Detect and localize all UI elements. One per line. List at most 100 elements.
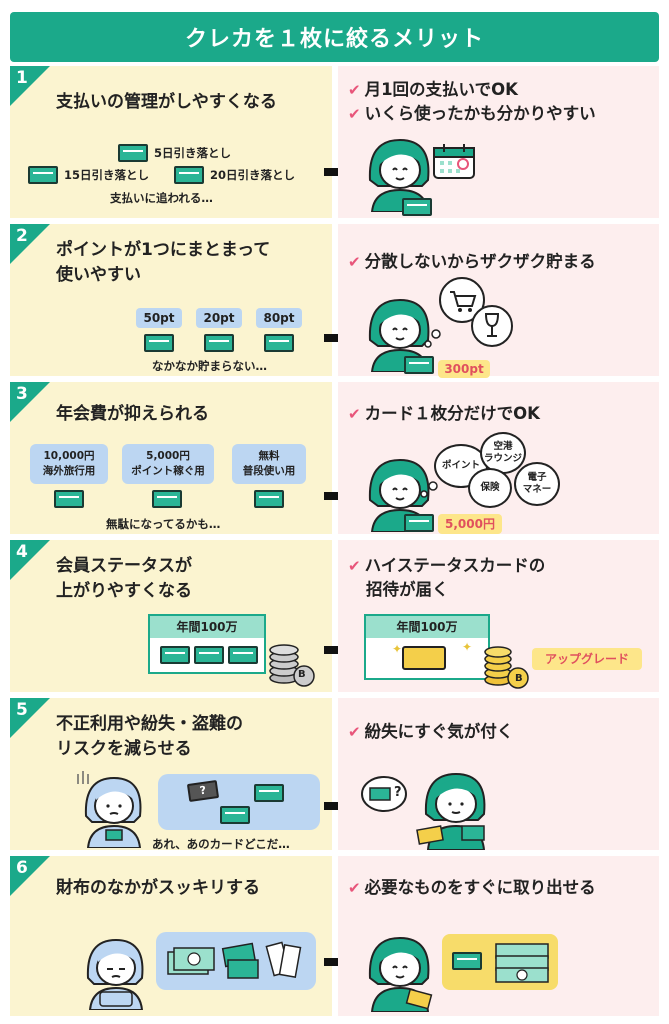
section-2-right: ✔分散しないからザクザク貯まる 300pt [338,224,659,378]
card-label: 15日引き落とし [64,168,150,182]
person-icon [416,772,486,850]
credit-card-icon [404,356,434,374]
person-icon [368,936,433,1012]
benefit-point: いくら使ったかも分かりやすい [364,104,596,123]
credit-card-icon [220,806,250,824]
benefit-point: カード１枚分だけでOK [364,404,540,423]
credit-card-icon [174,166,204,184]
annual-spend-frame: 年間100万 [148,614,266,674]
section-3-right: ✔カード１枚分だけでOK 5,000円 ポイント 空港 ラウンジ 保険 電子 マ… [338,382,659,534]
credit-card-icon [194,646,224,664]
credit-card-icon [160,646,190,664]
benefit-point: 紛失にすぐ気が付く [364,722,514,741]
caption: 無駄になってるかも… [106,517,221,531]
section-title: 支払いの管理がしやすくなる [56,92,277,112]
section-3: 3 年会費が抑えられる 10,000円海外旅行用 5,000円ポイント稼ぐ用 無… [10,382,659,534]
credit-card-icon [54,490,84,508]
bubble-emoney: 電子 マネー [514,462,560,506]
benefit-point: ハイステータスカードの [364,556,546,575]
check-icon: ✔ [348,81,361,99]
check-icon: ✔ [348,723,361,741]
section-6-left: 6 財布のなかがスッキリする [10,856,332,1016]
caption: なかなか貯まらない… [152,359,267,373]
benefit-point: 分散しないからザクザク貯まる [364,252,596,271]
check-icon: ✔ [348,879,361,897]
person-icon [368,298,430,372]
coin-stack-icon [269,644,315,687]
credit-card-icon [118,144,148,162]
shopping-cart-icon [450,291,477,307]
card-question-bubble: ? [361,776,407,812]
credit-card-icon [204,334,234,352]
section-2: 2 ポイントが1つにまとまって 使いやすい 50pt 20pt 80pt なかな… [10,224,659,378]
check-icon: ✔ [348,405,361,423]
section-6: 6 財布のなかがスッキリする ✔必要なものをすぐに取り出せる [10,856,659,1016]
section-number: 3 [16,384,28,404]
section-title: 年会費が抑えられる [56,404,209,424]
section-title: ポイントが1つにまとまって 使いやすい [56,240,271,285]
section-1-right: ✔月1回の支払いでOK ✔いくら使ったかも分かりやすい [338,66,659,218]
section-number: 1 [16,68,28,88]
section-title: 会員ステータスが 上がりやすくなる [56,556,192,601]
section-number: 6 [16,858,28,878]
organized-wallet-panel [442,934,558,990]
section-5: 5 不正利用や紛失・盗難の リスクを減らせる ? あれ、あのカードどこだ… ✔紛… [10,698,659,851]
cash-stack-icon [495,943,549,983]
section-number: 5 [16,700,28,720]
section-6-right: ✔必要なものをすぐに取り出せる [338,856,659,1016]
section-1: 1 支払いの管理がしやすくなる 5日引き落とし 15日引き落とし 20日引き落と… [10,66,659,218]
credit-card-icon [28,166,58,184]
worried-person-icon [86,938,144,1010]
gold-coin-stack-icon [484,646,529,689]
unknown-card-icon: ? [186,780,220,802]
upgrade-badge: アップグレード [532,648,642,670]
section-number: 4 [16,542,28,562]
credit-card-icon [254,784,284,802]
fee-total-badge: 5,000円 [438,514,502,534]
section-number: 2 [16,226,28,246]
credit-card-icon [228,646,258,664]
section-4-right: ✔ハイステータスカードの 招待が届く 年間100万 ✦ ✦ B アップグレード [338,540,659,692]
credit-card-icon [254,490,284,508]
check-icon: ✔ [348,105,361,123]
thought-dots-icon [420,481,438,498]
sparkle-icon: ✦ [392,642,403,656]
credit-card-icon [264,334,294,352]
section-1-left: 1 支払いの管理がしやすくなる 5日引き落とし 15日引き落とし 20日引き落と… [10,66,332,218]
coin-label: B [515,673,523,684]
gold-card-icon [402,646,446,670]
credit-card-icon [452,952,482,970]
worried-person-icon [77,771,142,848]
points-total-badge: 300pt [438,360,490,378]
wine-glass-icon [484,313,500,337]
section-3-left: 3 年会費が抑えられる 10,000円海外旅行用 5,000円ポイント稼ぐ用 無… [10,382,332,534]
coin-label: B [298,669,306,680]
check-icon: ✔ [348,253,361,271]
missing-cards-panel: ? [158,774,320,830]
caption: あれ、あのカードどこだ… [152,837,290,851]
card-label: 5日引き落とし [154,146,232,160]
point-tag: 20pt [196,308,242,328]
page-title: クレカを１枚に絞るメリット [184,27,484,52]
annual-spend-frame: 年間100万 [364,614,490,680]
section-5-left: 5 不正利用や紛失・盗難の リスクを減らせる ? あれ、あのカードどこだ… [10,698,332,851]
fee-tag: 5,000円ポイント稼ぐ用 [122,444,214,484]
credit-card-icon [402,198,432,216]
check-icon: ✔ [348,557,361,575]
section-2-left: 2 ポイントが1つにまとまって 使いやすい 50pt 20pt 80pt なかな… [10,224,332,376]
cash-and-cards-icon [167,941,302,979]
sparkle-icon: ✦ [462,640,473,654]
section-title: 財布のなかがスッキリする [56,878,260,898]
point-tag: 80pt [256,308,302,328]
bubble-insurance: 保険 [468,468,512,508]
thought-bubbles [424,277,513,348]
credit-card-icon [152,490,182,508]
point-tag: 50pt [136,308,182,328]
section-title: 不正利用や紛失・盗難の リスクを減らせる [56,714,243,759]
credit-card-icon [404,514,434,532]
section-5-right: ✔紛失にすぐ気が付く ? [338,698,659,850]
fee-tag: 10,000円海外旅行用 [30,444,108,484]
section-4: 4 会員ステータスが 上がりやすくなる 年間100万 B ✔ハイステータスカード… [10,540,659,692]
section-4-left: 4 会員ステータスが 上がりやすくなる 年間100万 B [10,540,332,692]
page-header: クレカを１枚に絞るメリット [10,12,659,62]
